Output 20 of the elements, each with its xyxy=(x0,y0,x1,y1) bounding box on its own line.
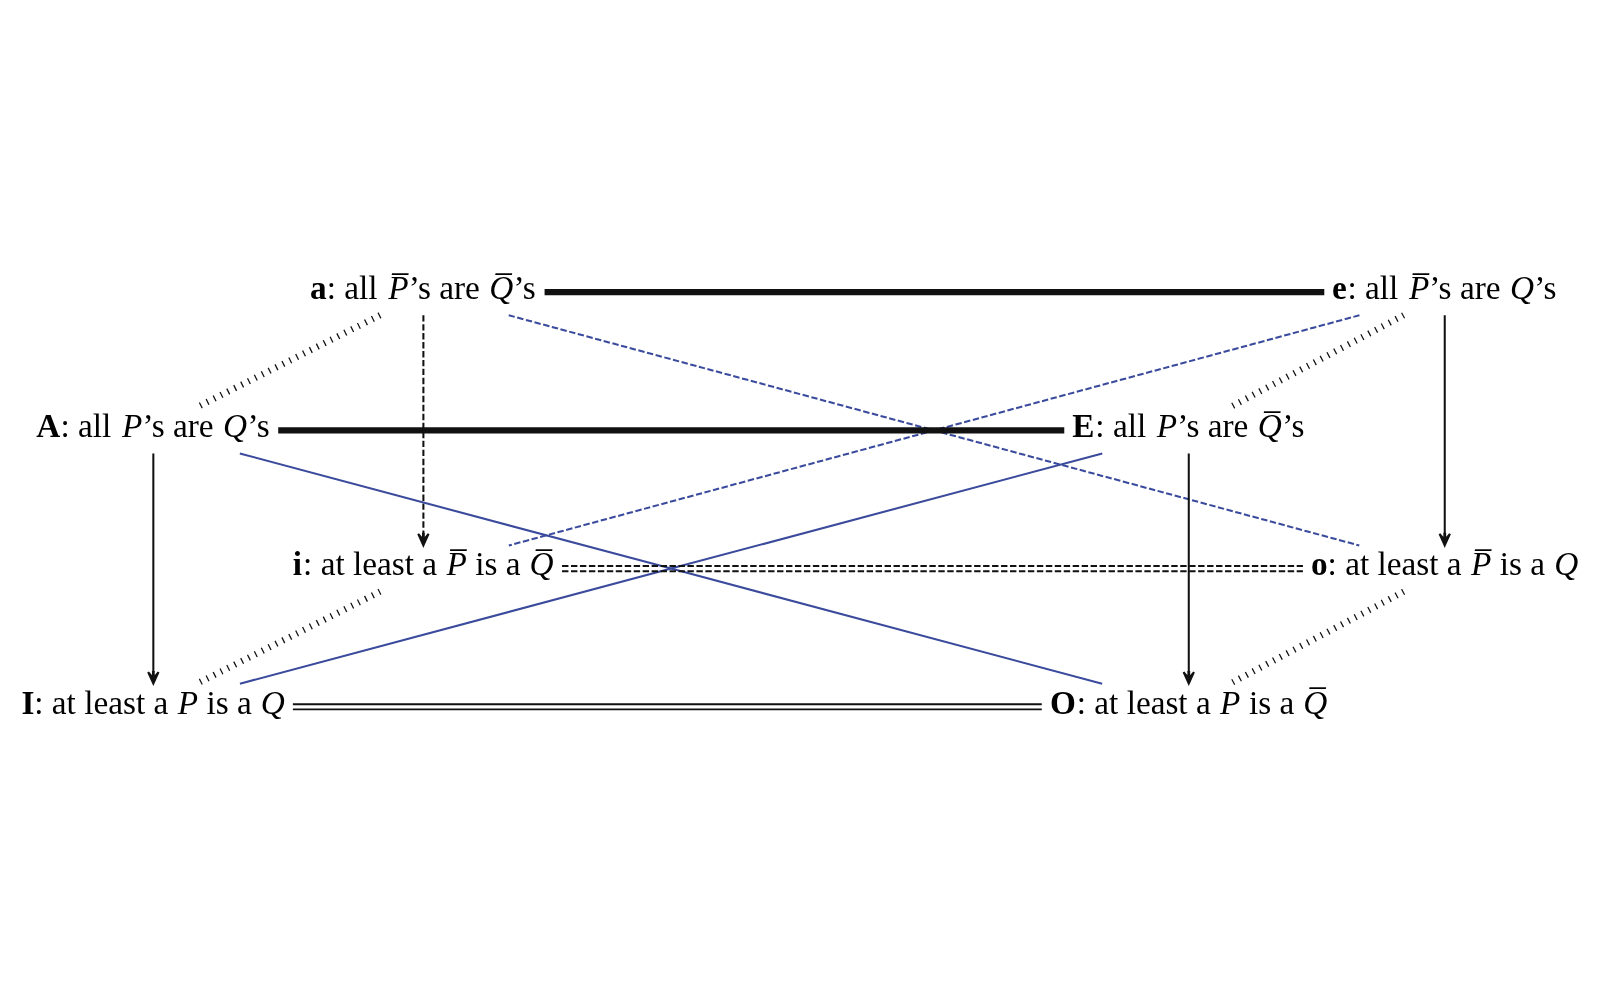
node-text: A: all P’s are Q’s xyxy=(36,406,270,444)
node-text: i: at least a P̅ is a Q̅ xyxy=(292,544,554,582)
connector xyxy=(291,702,1043,710)
arrow xyxy=(1438,314,1451,546)
connector xyxy=(508,313,1360,546)
connector xyxy=(278,426,1065,434)
arrow xyxy=(417,314,430,546)
node-text: O: at least a P is a Q̅ xyxy=(1049,683,1328,721)
connector xyxy=(561,564,1304,572)
connector xyxy=(1228,311,1406,410)
node-text: e: all P̅’s are Q’s xyxy=(1332,268,1557,306)
node-text: o: at least a P̅ is a Q xyxy=(1311,544,1579,582)
connector xyxy=(1228,588,1406,686)
node-text: I: at least a P is a Q xyxy=(21,683,285,721)
connector xyxy=(239,452,1103,685)
node-text: E: all P’s are Q̅’s xyxy=(1072,406,1305,444)
arrow xyxy=(1182,453,1195,685)
connector xyxy=(544,288,1325,295)
arrow xyxy=(147,453,160,685)
node-text: a: all P̅’s are Q̅’s xyxy=(310,268,536,306)
